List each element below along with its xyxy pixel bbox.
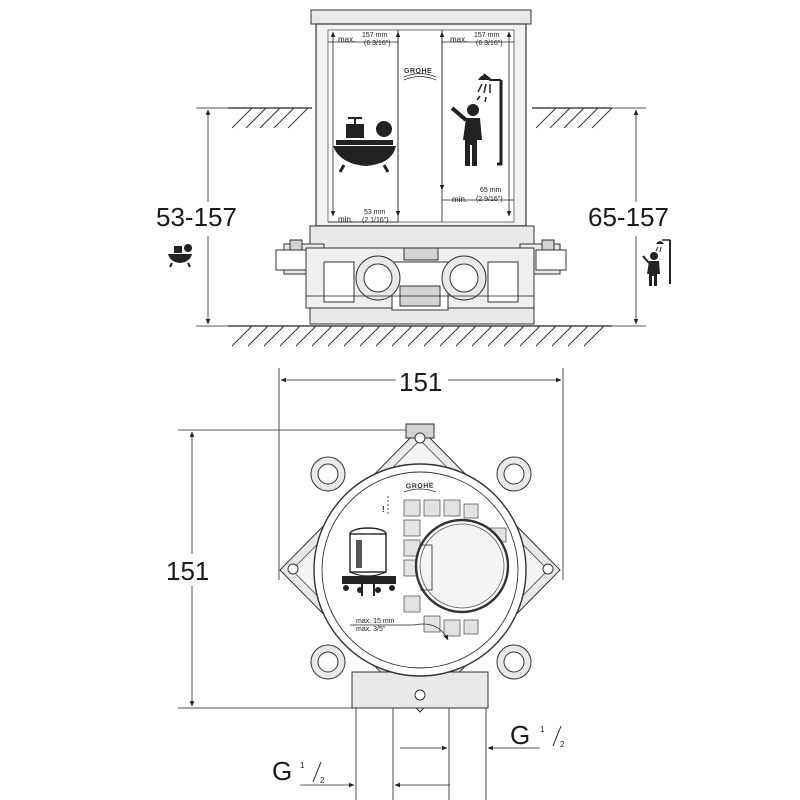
inlet-bottom-den: 2 bbox=[320, 776, 325, 785]
left-max-in: (6 3/16") bbox=[364, 40, 391, 47]
right-min-in: (2 9/16") bbox=[476, 196, 503, 203]
depth-markers: max. 157 mm (6 3/16") max. 157 mm (6 3/1… bbox=[328, 31, 514, 224]
warning-icon: ! bbox=[382, 496, 389, 514]
wall-base bbox=[228, 325, 612, 347]
shower-small-icon bbox=[640, 238, 680, 288]
left-min-in: (2 1/16") bbox=[362, 217, 389, 224]
right-max-label: max. bbox=[450, 35, 467, 44]
right-depth-dimension: 65-157 bbox=[586, 107, 696, 327]
right-dim-text: 65-157 bbox=[588, 202, 669, 232]
width-dimension: 151 bbox=[278, 364, 564, 580]
inlet-right-g: G bbox=[510, 720, 530, 750]
inlet-label-right: G 1 2 bbox=[400, 720, 565, 751]
valve-housing-front: ! max. 15 mm max. 3/5" GROHE bbox=[279, 423, 561, 713]
wall-surface-left bbox=[228, 107, 312, 129]
warning-mark: ! bbox=[382, 505, 385, 514]
depth-max-in: max. 3/5" bbox=[356, 626, 386, 633]
right-max-mm: 157 mm bbox=[474, 32, 499, 39]
left-max-mm: 157 mm bbox=[362, 32, 387, 39]
grohe-logo-top: GROHE bbox=[403, 483, 437, 493]
mounting-ears bbox=[310, 456, 532, 680]
wall-surface-right bbox=[532, 107, 613, 129]
inlet-bottom-num: 1 bbox=[300, 761, 305, 770]
depth-max-mm: max. 15 mm bbox=[356, 618, 395, 625]
valve-body-side bbox=[275, 225, 567, 325]
shower-person-icon bbox=[450, 73, 503, 166]
inlet-bottom-g: G bbox=[272, 756, 292, 786]
left-min-label: min. bbox=[338, 215, 353, 224]
inlet-right-num: 1 bbox=[540, 725, 545, 734]
brand-text-top: GROHE bbox=[406, 483, 434, 491]
depth-note: max. 15 mm max. 3/5" bbox=[350, 618, 449, 641]
left-dim-text: 53-157 bbox=[156, 202, 237, 232]
grohe-logo: GROHE bbox=[403, 68, 437, 81]
inlet-right-den: 2 bbox=[560, 740, 565, 749]
bathtub-icon bbox=[333, 117, 396, 173]
height-dim-text: 151 bbox=[166, 556, 209, 586]
right-min-mm: 65 mm bbox=[480, 187, 502, 194]
top-view: 151 151 bbox=[164, 364, 565, 800]
left-depth-dimension: 53-157 bbox=[150, 107, 258, 327]
bath-small-icon bbox=[166, 244, 194, 270]
right-min-label: min. bbox=[452, 195, 467, 204]
inlet-pipes bbox=[355, 708, 487, 800]
side-view: max. 157 mm (6 3/16") max. 157 mm (6 3/1… bbox=[150, 9, 696, 347]
brand-text: GROHE bbox=[404, 68, 432, 75]
inlet-label-bottom: G 1 2 bbox=[272, 756, 450, 788]
width-dim-text: 151 bbox=[399, 367, 442, 397]
left-min-mm: 53 mm bbox=[364, 209, 386, 216]
left-max-label: max. bbox=[338, 35, 355, 44]
cartridge-icon bbox=[342, 527, 396, 596]
right-max-in: (6 3/16") bbox=[476, 40, 503, 47]
